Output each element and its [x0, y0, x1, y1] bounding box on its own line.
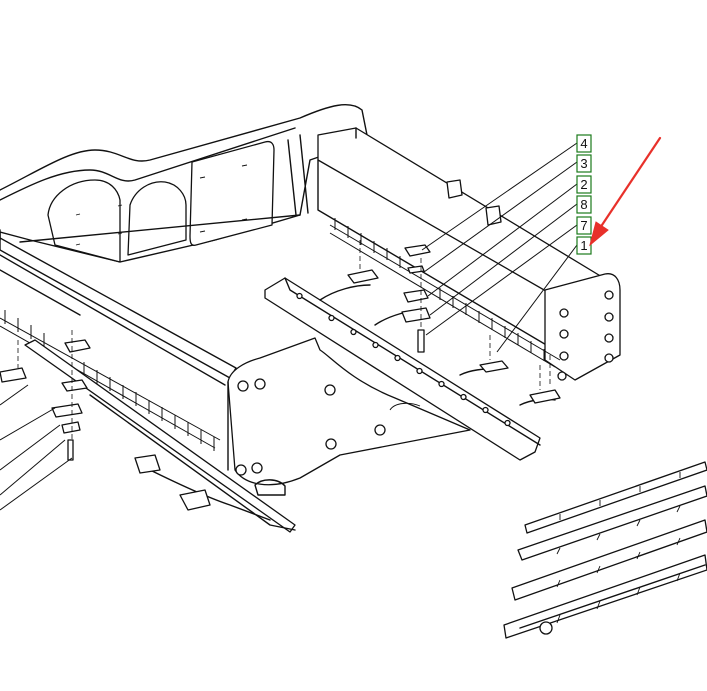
callout-3: 3 — [576, 154, 592, 173]
top-beam — [317, 127, 621, 381]
callout-7: 7 — [576, 216, 592, 235]
callout-label: 1 — [580, 238, 587, 253]
edge-strips — [503, 461, 707, 639]
left-leader-lines — [0, 384, 73, 511]
callout-1: 1 — [576, 236, 592, 255]
callout-box — [576, 134, 592, 153]
callout-label: 8 — [580, 197, 587, 212]
red-arrow-icon — [589, 136, 662, 247]
moldboard-body — [0, 104, 471, 496]
callout-box — [576, 236, 592, 255]
callout-box — [576, 216, 592, 235]
cutting-edge-angle — [264, 277, 556, 461]
left-cutting-edge — [24, 339, 296, 533]
callout-box — [576, 195, 592, 214]
callout-2: 2 — [576, 175, 592, 194]
teeth-row-lower — [0, 310, 221, 451]
callout-label: 3 — [580, 156, 587, 171]
callout-box — [576, 175, 592, 194]
teeth-row-upper — [329, 218, 561, 368]
callout-label: 7 — [580, 218, 587, 233]
callout-label: 2 — [580, 177, 587, 192]
callout-leaders — [421, 142, 578, 353]
callout-box — [576, 154, 592, 173]
exploded-parts — [0, 240, 561, 461]
callout-label: 4 — [580, 136, 587, 151]
callout-4: 4 — [576, 134, 592, 153]
callout-8: 8 — [576, 195, 592, 214]
